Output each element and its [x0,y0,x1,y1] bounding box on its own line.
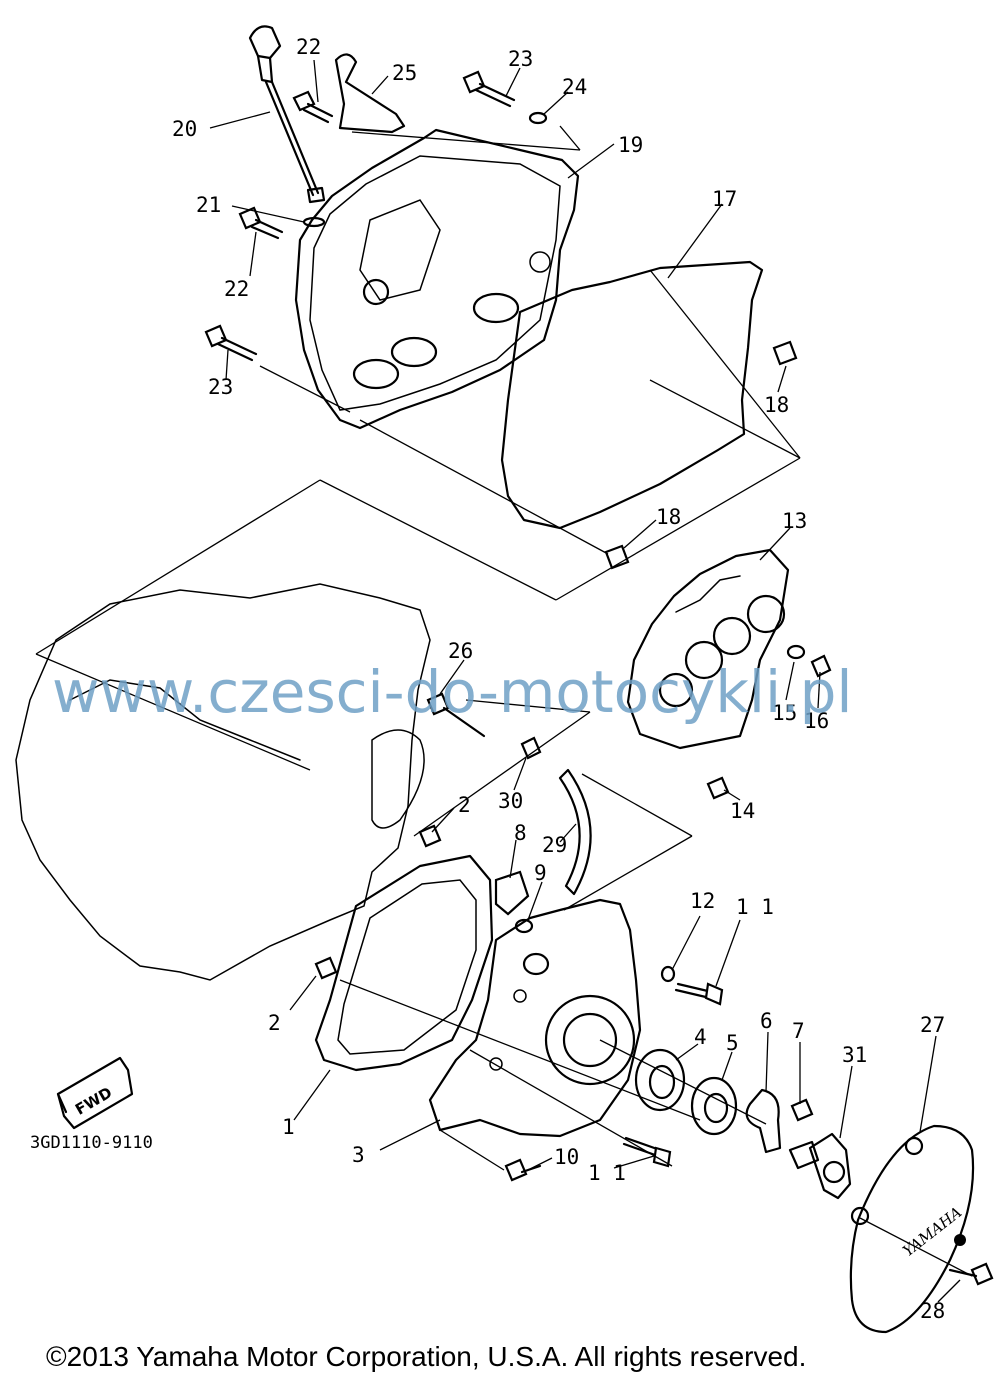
washer-part-24 [528,111,548,125]
diagram-code: 3GD1110-9110 [30,1133,153,1153]
callout-11-lower: 1 1 [588,1161,626,1185]
callout-15: 15 [772,701,797,725]
bolt-part-26 [426,692,450,716]
dowel-pin-part-18-upper [772,340,798,366]
bolt-part-30 [520,736,542,760]
dowel-pin-part-2-upper [418,824,442,848]
callout-23-lower: 23 [208,375,233,399]
bracket-part-25 [334,53,406,134]
callout-16: 16 [804,709,829,733]
callout-18-lower: 18 [656,505,681,529]
plate-part-6 [745,1088,782,1154]
dowel-pin-part-2-lower [314,956,338,980]
callout-20: 20 [172,117,197,141]
cap-part-31 [788,1132,852,1200]
callout-26: 26 [448,639,473,663]
callout-4: 4 [694,1025,707,1049]
gasket-inner-edge [337,879,477,1055]
crankcase-inner-line [69,679,301,761]
crankcase-cover-part-19 [294,128,580,430]
callout-14: 14 [730,799,755,823]
gasket-part-17 [500,260,764,530]
bearing-part-4 [634,1048,686,1112]
crankcase-bore [371,729,425,829]
callout-17: 17 [712,187,737,211]
filler-plug-part-8 [494,870,530,916]
callout-3: 3 [352,1143,365,1167]
oil-seal-part-5 [690,1076,738,1136]
callout-1: 1 [282,1115,295,1139]
bolt-part-11-lower [622,1136,672,1168]
callout-10: 10 [554,1145,579,1169]
callout-2-upper: 2 [458,793,471,817]
bolt-part-10 [504,1158,528,1182]
callout-5: 5 [726,1031,739,1055]
bolt-part-22-upper [292,90,334,124]
callout-9: 9 [534,861,547,885]
reference-lines-upper [35,125,801,771]
callout-18-upper: 18 [764,393,789,417]
bolt-part-28 [970,1262,994,1286]
callout-24: 24 [562,75,587,99]
right-crankcase-cover-part-3 [428,898,642,1138]
callout-13: 13 [782,509,807,533]
copyright-notice: ©2013 Yamaha Motor Corporation, U.S.A. A… [46,1341,806,1372]
reference-lines-lower [339,699,973,1277]
callout-2-lower: 2 [268,1011,281,1035]
callout-31: 31 [842,1043,867,1067]
washer-part-12 [660,965,676,983]
dowel-pin-part-18-lower [604,544,630,570]
callout-leaders [209,59,961,1303]
forward-arrow-icon [56,1056,134,1130]
callout-8: 8 [514,821,527,845]
crankcase-outline [15,583,431,981]
callout-28: 28 [920,1299,945,1323]
bolt-part-11-upper [674,982,724,1006]
washer-part-15 [786,644,806,660]
screw-part-7 [790,1098,814,1122]
dipstick-part-20 [248,25,326,204]
callout-22-upper: 22 [296,35,321,59]
callout-30: 30 [498,789,523,813]
cover-brand-text: YAMAHA [899,1203,965,1260]
callout-numbers: 20 22 25 21 22 23 23 24 19 17 18 18 13 2… [172,35,945,1323]
callout-7: 7 [792,1019,805,1043]
callout-6: 6 [760,1009,773,1033]
callout-21: 21 [196,193,221,217]
callout-25: 25 [392,61,417,85]
gasket-part-1 [314,854,494,1072]
callout-19: 19 [618,133,643,157]
plate-part-29 [558,768,592,896]
bolt-part-23-lower [204,324,258,362]
callout-23-upper: 23 [508,47,533,71]
bolt-part-16 [810,654,832,678]
bolt-part-14 [706,776,730,800]
callout-29: 29 [542,833,567,857]
sprocket-cover-part-13 [626,548,790,750]
fwd-label: FWD [72,1083,115,1118]
callout-27: 27 [920,1013,945,1037]
bolt-part-23-upper [462,70,516,108]
callout-11-upper: 1 1 [736,895,774,919]
watermark: www.czesci-do-motocykli.pl [52,658,853,726]
callout-22-lower: 22 [224,277,249,301]
outer-cover-part-27 [849,1124,975,1334]
callout-12: 12 [690,889,715,913]
